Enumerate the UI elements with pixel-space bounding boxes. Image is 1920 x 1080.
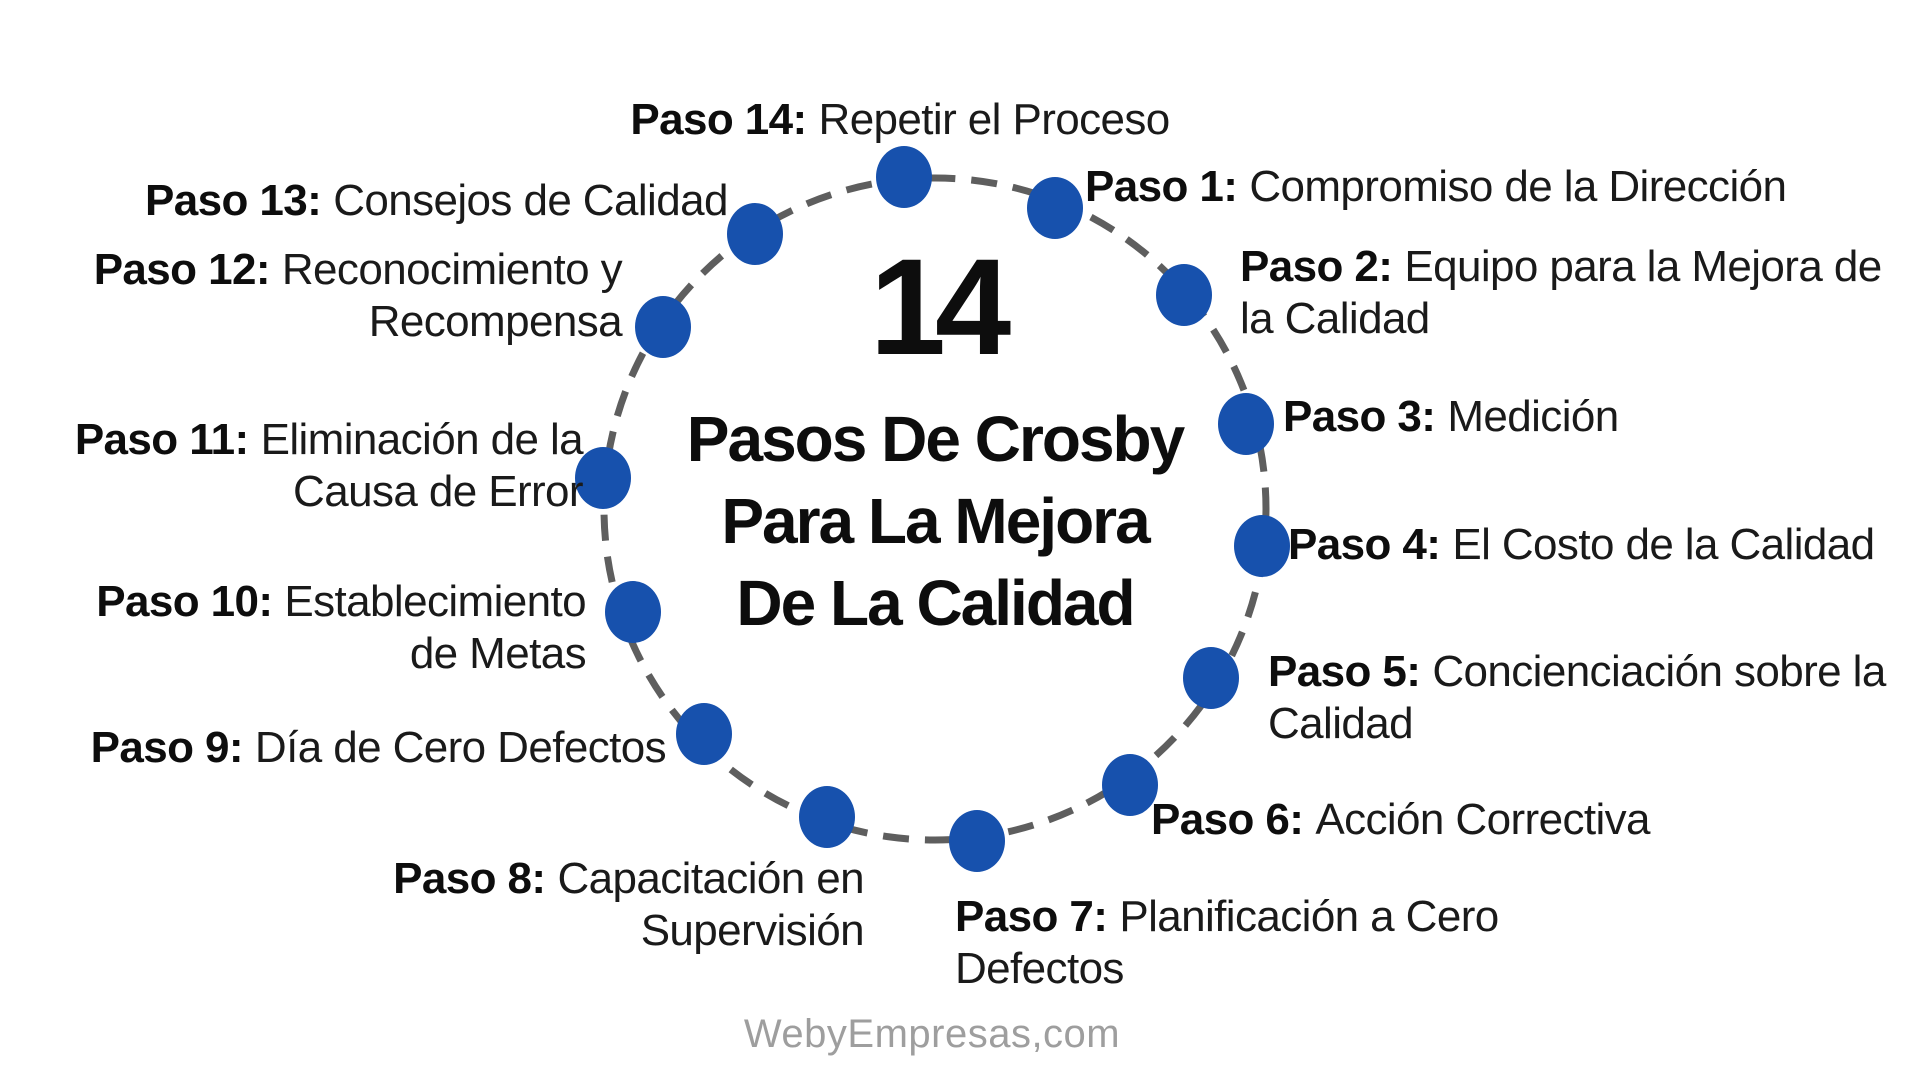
step-label-9-line-1: Paso 9:Día de Cero Defectos	[90, 722, 667, 774]
step-dot-8	[799, 786, 855, 848]
step-label-14-line-1: Paso 14:Repetir el Proceso	[540, 94, 1260, 146]
step-text-4: El Costo de la Calidad	[1452, 520, 1875, 569]
step-dot-1	[1027, 177, 1083, 239]
step-text-5: Concienciación sobre la	[1432, 647, 1886, 696]
step-label-5-line-1: Paso 5:Concienciación sobre la	[1268, 646, 1886, 698]
step-text-3: Medición	[1447, 392, 1619, 441]
step-label-3: Paso 3:Medición	[1283, 391, 1619, 443]
step-label-6: Paso 6:Acción Correctiva	[1151, 794, 1651, 846]
step-label-2-line-2: la Calidad	[1240, 294, 1430, 343]
step-label-5-line-2: Calidad	[1268, 699, 1414, 748]
step-dot-7	[949, 810, 1005, 872]
step-dot-12	[635, 296, 691, 358]
step-label-6-line-1: Paso 6:Acción Correctiva	[1151, 794, 1651, 846]
step-text-6: Acción Correctiva	[1315, 795, 1650, 844]
step-number-3: Paso 3:	[1283, 392, 1436, 441]
step-label-3-line-1: Paso 3:Medición	[1283, 391, 1619, 443]
step-number-1: Paso 1:	[1085, 162, 1238, 211]
step-text-12: Reconocimiento y	[281, 245, 623, 294]
step-dot-14	[876, 146, 932, 208]
step-dot-6	[1102, 754, 1158, 816]
step-text-8: Capacitación en	[557, 854, 864, 903]
step-text-10: Establecimiento	[284, 577, 586, 626]
step-text-11: Eliminación de la	[260, 415, 584, 464]
step-label-11-line-2: Causa de Error	[293, 467, 584, 516]
step-text-13: Consejos de Calidad	[333, 176, 728, 225]
step-dot-4	[1234, 515, 1290, 577]
step-text-1: Compromiso de la Dirección	[1249, 162, 1787, 211]
step-number-7: Paso 7:	[955, 892, 1108, 941]
step-number-8: Paso 8:	[393, 854, 546, 903]
step-number-10: Paso 10:	[96, 577, 273, 626]
step-label-8-line-1: Paso 8:Capacitación en	[393, 853, 864, 905]
step-dot-10	[605, 581, 661, 643]
step-text-7: Planificación a Cero	[1119, 892, 1499, 941]
step-label-2-line-1: Paso 2:Equipo para la Mejora de	[1240, 241, 1882, 293]
center-title-line-3: De La Calidad	[736, 567, 1135, 639]
step-label-13: Paso 13:Consejos de Calidad	[145, 175, 728, 227]
center-title-line-1: Pasos De Crosby	[686, 403, 1185, 475]
step-label-1: Paso 1:Compromiso de la Dirección	[1085, 161, 1787, 213]
step-label-12-line-1: Paso 12:Reconocimiento y	[93, 244, 623, 296]
center-title-line-2: Para La Mejora	[721, 485, 1150, 557]
step-label-13-line-1: Paso 13:Consejos de Calidad	[145, 175, 728, 227]
center-number: 14	[869, 231, 1011, 384]
step-label-1-line-1: Paso 1:Compromiso de la Dirección	[1085, 161, 1787, 213]
step-dot-11	[575, 447, 631, 509]
step-label-8-line-2: Supervisión	[640, 906, 865, 955]
step-number-6: Paso 6:	[1151, 795, 1304, 844]
step-dot-5	[1183, 647, 1239, 709]
step-label-12-line-2: Recompensa	[368, 297, 623, 346]
step-number-14: Paso 14:	[630, 95, 807, 144]
step-label-7-line-2: Defectos	[955, 944, 1124, 993]
step-number-9: Paso 9:	[90, 723, 244, 772]
step-number-4: Paso 4:	[1288, 520, 1441, 569]
step-text-14: Repetir el Proceso	[818, 95, 1171, 144]
step-text-9: Día de Cero Defectos	[254, 723, 667, 772]
step-number-12: Paso 12:	[93, 245, 271, 294]
step-label-4-line-1: Paso 4:El Costo de la Calidad	[1288, 519, 1875, 571]
step-dot-3	[1218, 393, 1274, 455]
step-label-11-line-1: Paso 11:Eliminación de la	[74, 414, 584, 466]
step-dot-13	[727, 203, 783, 265]
step-number-11: Paso 11:	[74, 415, 249, 464]
step-number-2: Paso 2:	[1240, 242, 1393, 291]
step-dot-2	[1156, 264, 1212, 326]
step-label-7-line-1: Paso 7:Planificación a Cero	[955, 891, 1499, 943]
step-number-13: Paso 13:	[145, 176, 322, 225]
step-label-4: Paso 4:El Costo de la Calidad	[1288, 519, 1875, 571]
step-label-10-line-2: de Metas	[409, 629, 587, 678]
step-dots-group	[575, 146, 1290, 872]
step-dot-9	[676, 703, 732, 765]
step-label-14: Paso 14:Repetir el Proceso	[540, 94, 1260, 146]
step-label-9: Paso 9:Día de Cero Defectos	[90, 722, 667, 774]
watermark: WebyEmpresas,com	[743, 1012, 1121, 1056]
step-text-2: Equipo para la Mejora de	[1404, 242, 1882, 291]
step-number-5: Paso 5:	[1268, 647, 1421, 696]
step-label-10-line-1: Paso 10:Establecimiento	[96, 576, 586, 628]
dashed-circle	[600, 174, 1270, 844]
